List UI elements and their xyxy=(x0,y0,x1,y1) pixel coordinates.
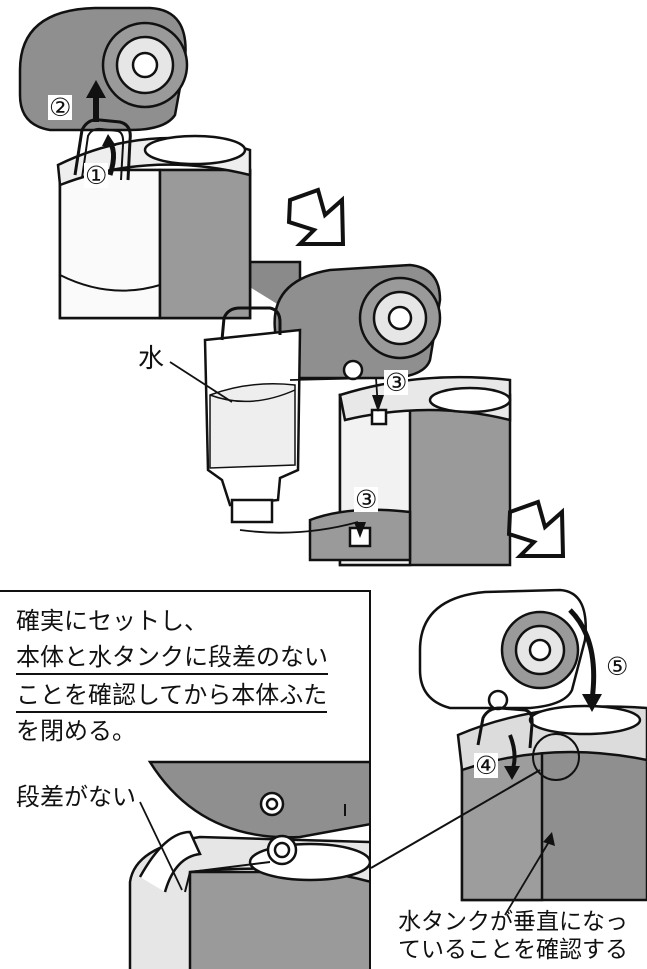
water-label: 水 xyxy=(138,344,165,374)
figure-2-set-tank xyxy=(169,263,512,567)
step-4-label: ④ xyxy=(474,751,499,780)
next-arrow-icon xyxy=(506,499,566,558)
step-5-label: ⑤ xyxy=(605,652,630,681)
instruction-line-2: 本体と水タンクに段差のない xyxy=(16,643,328,675)
next-arrow-icon xyxy=(286,187,346,246)
step-1-label: ① xyxy=(84,161,109,190)
vertical-note-line-1: 水タンクが垂直になっ xyxy=(398,909,628,935)
zoom-detail xyxy=(128,760,369,969)
figure-1-lift-tank xyxy=(18,6,302,320)
instruction-line-1: 確実にセットし、 xyxy=(16,607,208,635)
no-gap-label: 段差がない xyxy=(16,783,136,811)
figure-3-close-lid xyxy=(418,588,647,916)
instruction-line-4: を閉める。 xyxy=(16,717,136,745)
step-3-label: ③ xyxy=(384,368,409,397)
step-2-label: ② xyxy=(48,93,73,122)
step-3-label: ③ xyxy=(354,485,379,514)
vertical-note-line-2: ていることを確認する xyxy=(398,937,628,963)
instruction-panel: 確実にセットし、 本体と水タンクに段差のない ことを確認してから本体ふた を閉め… xyxy=(0,590,371,969)
instruction-line-3: ことを確認してから本体ふた xyxy=(16,681,328,713)
